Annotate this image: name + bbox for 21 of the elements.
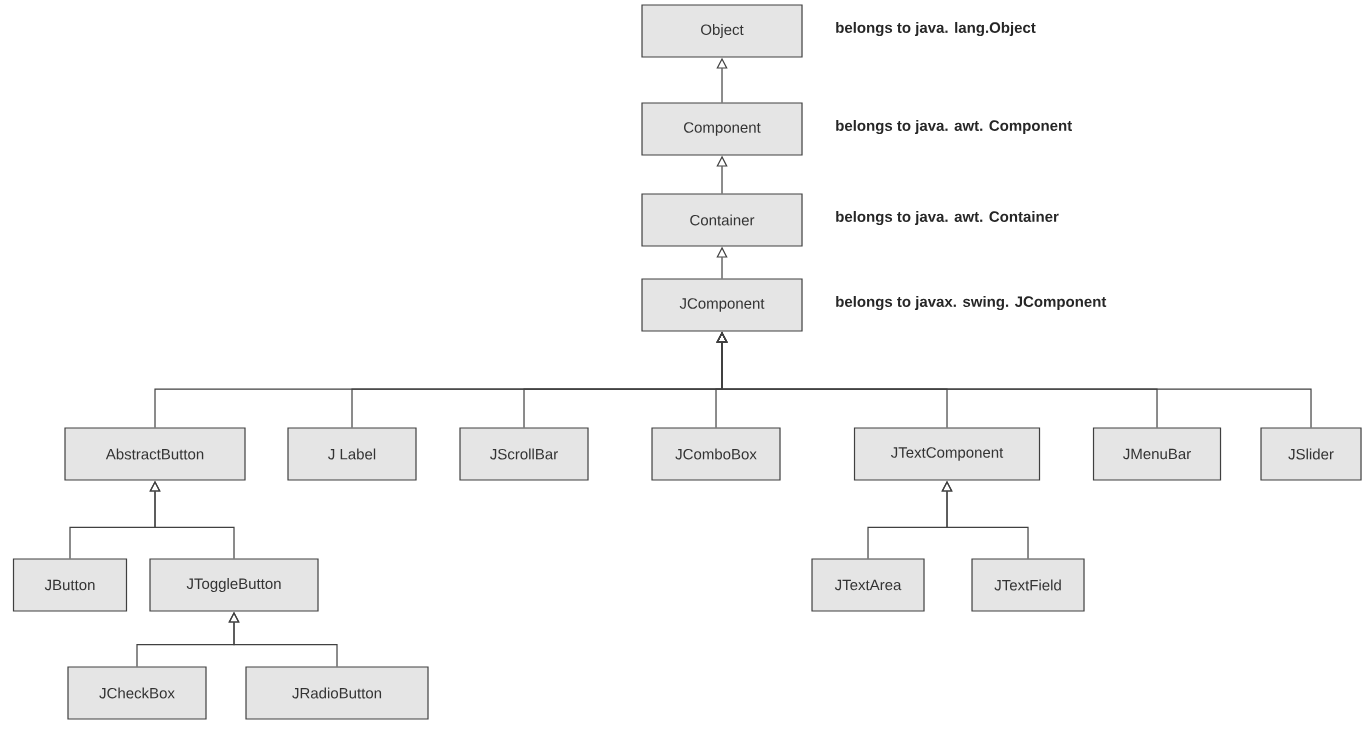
class-box: Component <box>641 102 803 156</box>
class-box: JToggleButton <box>149 558 319 612</box>
class-box: J Label <box>287 427 417 481</box>
class-box: AbstractButton <box>64 427 246 481</box>
class-box: JCheckBox <box>67 666 207 720</box>
class-box: Container <box>641 193 803 247</box>
class-box: JMenuBar <box>1092 427 1222 481</box>
class-box: JTextComponent <box>853 427 1041 481</box>
class-box: JSlider <box>1260 427 1362 481</box>
class-box: JButton <box>12 558 128 612</box>
class-box: JComponent <box>641 278 803 332</box>
class-box: Object <box>641 4 803 58</box>
belongs-note: belongs to java. awt. Container <box>836 210 1059 225</box>
belongs-note: belongs to java. awt. Component <box>836 119 1072 134</box>
belongs-note: belongs to javax. swing. JComponent <box>836 295 1107 310</box>
class-box: JScrollBar <box>459 427 589 481</box>
belongs-note: belongs to java. lang.Object <box>836 21 1036 36</box>
class-box: JComboBox <box>651 427 781 481</box>
class-box: JTextField <box>971 558 1085 612</box>
class-box: JRadioButton <box>245 666 429 720</box>
class-box: JTextArea <box>811 558 925 612</box>
